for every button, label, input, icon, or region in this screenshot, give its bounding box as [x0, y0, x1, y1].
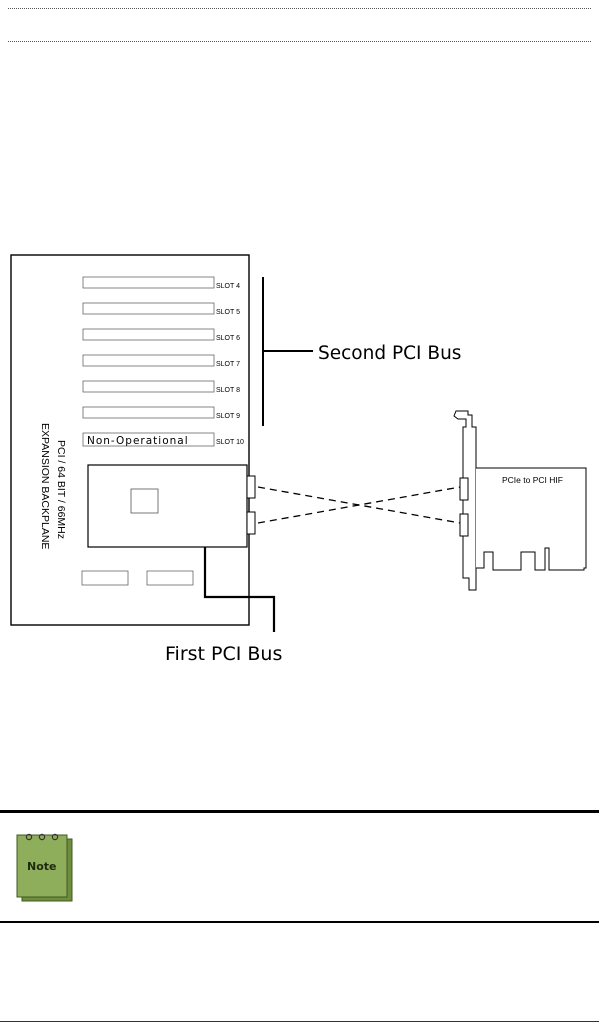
slot-7-connector — [82, 354, 215, 367]
hif-chip — [130, 488, 159, 514]
hif-board — [87, 464, 248, 548]
slot-6-connector — [82, 328, 215, 341]
slot-5-label: SLOT 5 — [216, 309, 240, 316]
top-rule-1 — [8, 8, 591, 9]
backplane-label-line1: PCI / 64 BIT / 66MHz — [55, 440, 67, 539]
slot-8-label: SLOT 8 — [216, 387, 240, 394]
first-bus-pointer — [203, 547, 276, 632]
second-bus-label: Second PCI Bus — [318, 343, 461, 364]
backplane-label-line2: EXPANSION BACKPLANE — [39, 423, 51, 549]
note-pad-icon: Note — [16, 833, 73, 902]
hif-connector-bottom — [246, 511, 256, 535]
note-bottom-rule — [0, 921, 599, 923]
card-label: PCIe to PCI HIF — [502, 475, 563, 485]
slot-6-label: SLOT 6 — [216, 335, 240, 342]
first-bus-label: First PCI Bus — [165, 643, 282, 665]
card-outline — [476, 467, 587, 571]
slot-7-label: SLOT 7 — [216, 361, 240, 368]
top-rule-2 — [8, 41, 591, 42]
card-port-bottom — [459, 513, 469, 537]
pci-bus-diagram: SLOT 4 SLOT 5 SLOT 6 SLOT 7 SLOT 8 SLOT … — [10, 254, 587, 665]
slot-group: SLOT 4 SLOT 5 SLOT 6 SLOT 7 SLOT 8 SLOT … — [82, 276, 244, 447]
pcie-card: PCIe to PCI HIF — [453, 410, 587, 591]
note-icon-text: Note — [27, 860, 56, 873]
slot-10-connector — [82, 432, 215, 447]
cable-dashed-2 — [257, 486, 461, 524]
page-footer-rule — [0, 1021, 599, 1022]
slot-9-connector — [82, 406, 215, 419]
slot-8-connector — [82, 380, 215, 393]
slot-4-connector — [82, 276, 215, 289]
bottom-connector-right — [146, 570, 194, 586]
slot-10-inner-text: Non-Operational — [87, 435, 189, 447]
card-port-top — [459, 477, 469, 501]
slot-10-label: SLOT 10 — [216, 439, 244, 446]
slot-5-connector — [82, 302, 215, 315]
slot-4-label: SLOT 4 — [216, 283, 240, 290]
note-top-rule — [0, 810, 599, 813]
slot-9-label: SLOT 9 — [216, 413, 240, 420]
hif-connector-top — [246, 475, 256, 499]
bottom-connector-left — [81, 570, 129, 586]
